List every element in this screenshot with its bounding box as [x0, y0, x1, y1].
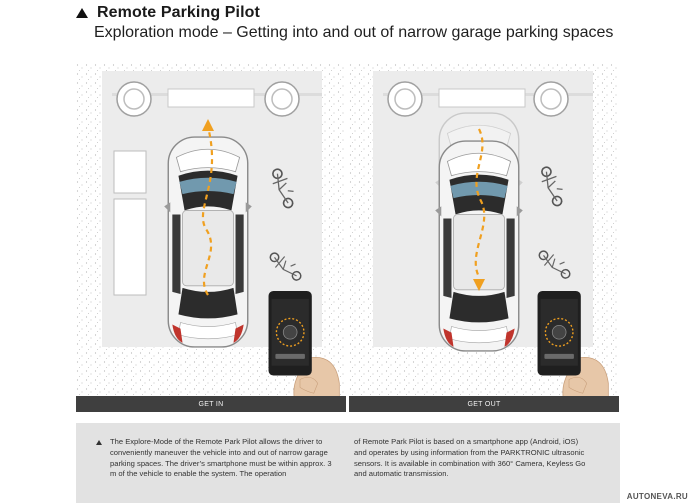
tire-icon [264, 81, 300, 117]
get-out-illustration [349, 63, 619, 412]
arrow-down-icon [473, 279, 485, 291]
path-arrow-line [201, 126, 214, 296]
tire-icon [116, 81, 152, 117]
storage-cabinet [113, 198, 147, 296]
page-subtitle: Exploration mode – Getting into and out … [94, 24, 614, 41]
panel-get-out: GET OUT [349, 63, 619, 412]
description-column-1: The Explore-Mode of the Remote Park Pilo… [110, 437, 332, 479]
tire-icon [533, 81, 569, 117]
path-arrow-line [474, 128, 486, 278]
panel-get-in: GET IN [76, 63, 346, 412]
tire-icon [387, 81, 423, 117]
description-box: The Explore-Mode of the Remote Park Pilo… [76, 423, 620, 503]
arrow-up-icon [202, 119, 214, 131]
panel-label: GET OUT [467, 400, 501, 408]
storage-cabinet [113, 150, 147, 194]
page-title: Remote Parking Pilot [97, 4, 260, 21]
triangle-bullet-icon [76, 8, 88, 18]
description-column-2: of Remote Park Pilot is based on a smart… [354, 437, 586, 479]
label-bar: GET OUT [349, 396, 619, 412]
garage-shelf [167, 88, 255, 108]
garage-shelf [438, 88, 526, 108]
heading: Remote Parking Pilot [76, 4, 260, 22]
label-bar: GET IN [76, 396, 346, 412]
panel-label: GET IN [198, 400, 224, 408]
get-in-illustration [76, 63, 346, 412]
triangle-bullet-icon [96, 440, 102, 445]
car-top-view [163, 136, 253, 348]
watermark: AUTONEVA.RU [626, 492, 688, 501]
